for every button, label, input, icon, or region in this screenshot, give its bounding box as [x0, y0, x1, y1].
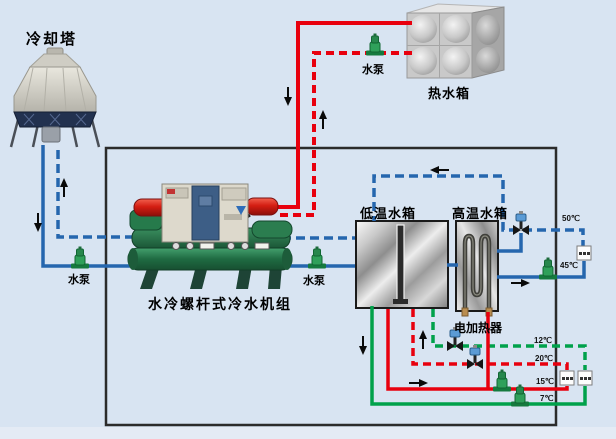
distribution-pipes: [370, 306, 587, 406]
temp-label-50: 50℃: [562, 214, 580, 223]
supply-15-pipe: [386, 309, 569, 391]
condenser-water-pipes: [41, 145, 160, 268]
flow-arrow-icon: [430, 166, 449, 174]
flow-arrow-icon: [419, 330, 427, 349]
motorized-valve-icon: [467, 345, 483, 369]
temp-label-20: 20℃: [535, 354, 553, 363]
hot-water-tank-illustration: [406, 3, 505, 79]
heat-recovery-pipes: [278, 21, 412, 217]
temp-label-45: 45℃: [560, 261, 578, 270]
high-temp-tank-label: 高温水箱: [452, 206, 509, 221]
hot-water-tank-label: 热水箱: [428, 86, 471, 101]
load-loop-pipes: [372, 174, 586, 279]
chiller-legs: [140, 266, 282, 289]
motorized-valve-icon: [447, 327, 463, 351]
flow-arrow-icon: [284, 87, 292, 106]
valve-to-tank-pipe: [497, 233, 523, 253]
water-pump-icon: [511, 384, 529, 407]
three-way-valve-icon: [513, 211, 529, 235]
load-unit-icon: [577, 370, 593, 386]
flow-arrow-icon: [319, 110, 327, 129]
heater-terminal: [461, 307, 469, 317]
flow-arrow-icon: [511, 279, 530, 287]
temp-label-12: 12℃: [534, 336, 552, 345]
hot-return-45-pipe: [497, 261, 586, 279]
supply-7-pipe: [370, 306, 587, 406]
valves: [447, 211, 529, 369]
load-units: [559, 245, 593, 386]
brand-logo: [236, 206, 246, 215]
floor-strip: [0, 427, 616, 439]
pump-label-chilled: 水泵: [303, 275, 325, 287]
hot-supply-50-pipe: [372, 174, 585, 249]
return-20-pipe: [411, 309, 569, 370]
pump-label-condenser: 水泵: [68, 274, 90, 286]
system-boundary-box: [104, 146, 558, 427]
low-temp-tank-label: 低温水箱: [360, 206, 417, 221]
water-pump-icon: [308, 246, 326, 269]
pumps: [71, 33, 557, 407]
water-pump-icon: [71, 246, 89, 269]
cooling-tower-label: 冷却塔: [26, 31, 78, 48]
flow-arrow-icon: [34, 213, 42, 232]
cooling-tower-illustration: [9, 47, 101, 148]
load-unit-icon: [576, 245, 592, 261]
oil-separator-right: [245, 197, 279, 216]
flow-arrow-icon: [359, 336, 367, 355]
chiller-illustration: [127, 183, 293, 289]
flow-arrows: [34, 87, 530, 387]
pump-label-hot: 水泵: [362, 64, 384, 76]
high-temp-tank-illustration: [455, 220, 499, 317]
load-unit-icon: [559, 370, 575, 386]
gauges: [172, 242, 270, 250]
return-12-pipe: [431, 309, 587, 370]
temp-label-15: 15℃: [536, 377, 554, 386]
water-pump-icon: [539, 257, 557, 280]
temp-label-7: 7℃: [540, 394, 554, 403]
water-pump-icon: [493, 369, 511, 392]
water-pump-icon: [366, 33, 384, 56]
chiller-label: 水冷螺杆式冷水机组: [148, 296, 292, 312]
electric-heater-label: 电加热器: [454, 321, 503, 335]
low-temp-tank-illustration: [355, 220, 449, 309]
flow-arrow-icon: [60, 178, 68, 197]
flow-arrow-icon: [409, 379, 428, 387]
